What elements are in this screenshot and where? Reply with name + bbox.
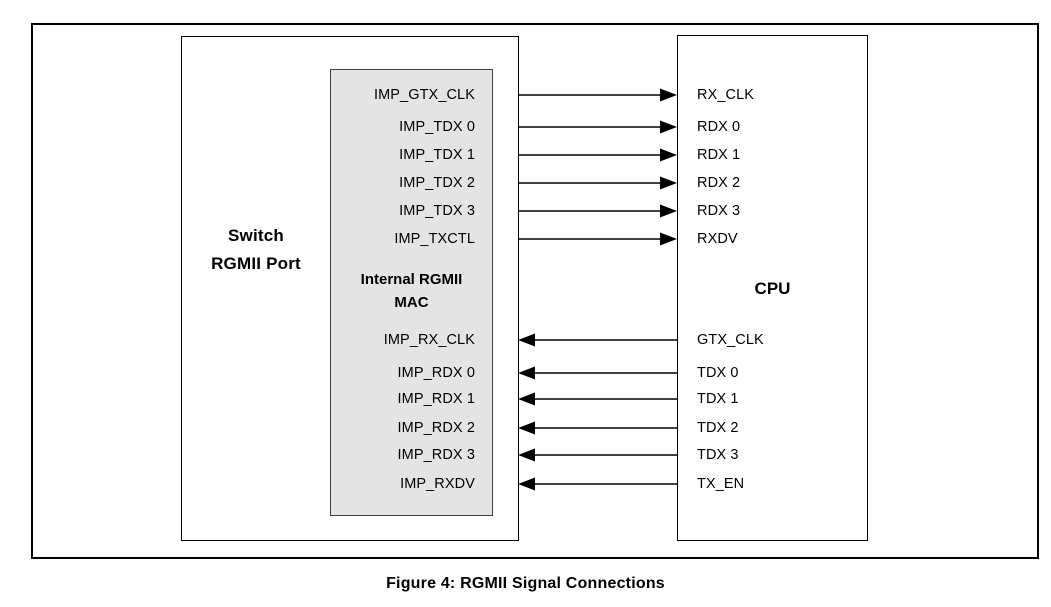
cpu-signal-label-tx-en: TX_EN [697, 476, 745, 492]
cpu-signal-label-rx-clk: RX_CLK [697, 87, 755, 103]
figure-caption: Figure 4: RGMII Signal Connections [386, 575, 665, 592]
cpu-signal-label-tdx-0: TDX 0 [697, 365, 739, 381]
cpu-block [677, 35, 868, 541]
mac-signal-label-imp-txctl: IMP_TXCTL [394, 231, 475, 247]
mac-signal-label-imp-rdx-1: IMP_RDX 1 [397, 391, 475, 407]
mac-title-line-1: Internal RGMII [360, 271, 463, 288]
mac-signal-label-imp-tdx-3: IMP_TDX 3 [399, 203, 475, 219]
internal-rgmii-mac-block [330, 69, 493, 516]
cpu-signal-label-rdx-3: RDX 3 [697, 203, 741, 219]
mac-signal-label-imp-rdx-0: IMP_RDX 0 [397, 365, 475, 381]
mac-signal-label-imp-rx-clk: IMP_RX_CLK [383, 332, 475, 348]
switch-title-line-1: Switch [228, 226, 284, 245]
cpu-signal-label-rdx-1: RDX 1 [697, 147, 741, 163]
mac-signal-label-imp-tdx-2: IMP_TDX 2 [399, 175, 475, 191]
cpu-signal-label-rxdv: RXDV [697, 231, 738, 247]
cpu-block-title: CPU [754, 279, 791, 298]
switch-block-title: Switch RGMII Port [186, 222, 326, 278]
mac-signal-label-imp-rdx-2: IMP_RDX 2 [397, 420, 475, 436]
internal-rgmii-mac-title: Internal RGMII MAC [330, 268, 493, 314]
mac-signal-label-imp-rdx-3: IMP_RDX 3 [397, 447, 475, 463]
cpu-signal-label-tdx-3: TDX 3 [697, 447, 739, 463]
mac-signal-label-imp-gtx-clk: IMP_GTX_CLK [373, 87, 475, 103]
cpu-signal-label-gtx-clk: GTX_CLK [697, 332, 764, 348]
mac-signal-label-imp-rxdv: IMP_RXDV [400, 476, 475, 492]
cpu-signal-label-tdx-2: TDX 2 [697, 420, 739, 436]
switch-title-line-2: RGMII Port [211, 254, 301, 273]
mac-signal-label-imp-tdx-1: IMP_TDX 1 [399, 147, 475, 163]
mac-signal-label-imp-tdx-0: IMP_TDX 0 [399, 119, 475, 135]
cpu-signal-label-rdx-2: RDX 2 [697, 175, 741, 191]
cpu-signal-label-tdx-1: TDX 1 [697, 391, 739, 407]
mac-title-line-2: MAC [394, 294, 429, 311]
cpu-signal-label-rdx-0: RDX 0 [697, 119, 741, 135]
